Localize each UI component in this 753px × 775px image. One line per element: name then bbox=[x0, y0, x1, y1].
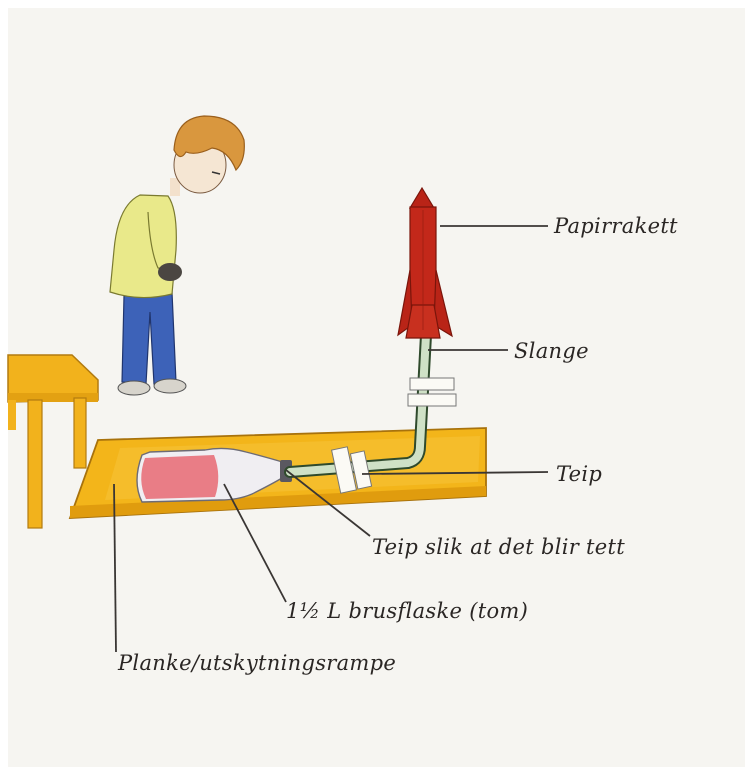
label-hose: Slange bbox=[514, 339, 589, 363]
label-plank: Planke/utskytningsrampe bbox=[117, 651, 396, 675]
paper-rocket bbox=[398, 188, 452, 338]
label-bottle: 1½ L brusflaske (tom) bbox=[286, 599, 528, 623]
label-tape: Teip bbox=[556, 462, 602, 486]
boy-figure bbox=[110, 116, 244, 395]
label-tape-tight: Teip slik at det blir tett bbox=[372, 535, 625, 559]
label-rocket: Papirrakett bbox=[553, 214, 678, 238]
